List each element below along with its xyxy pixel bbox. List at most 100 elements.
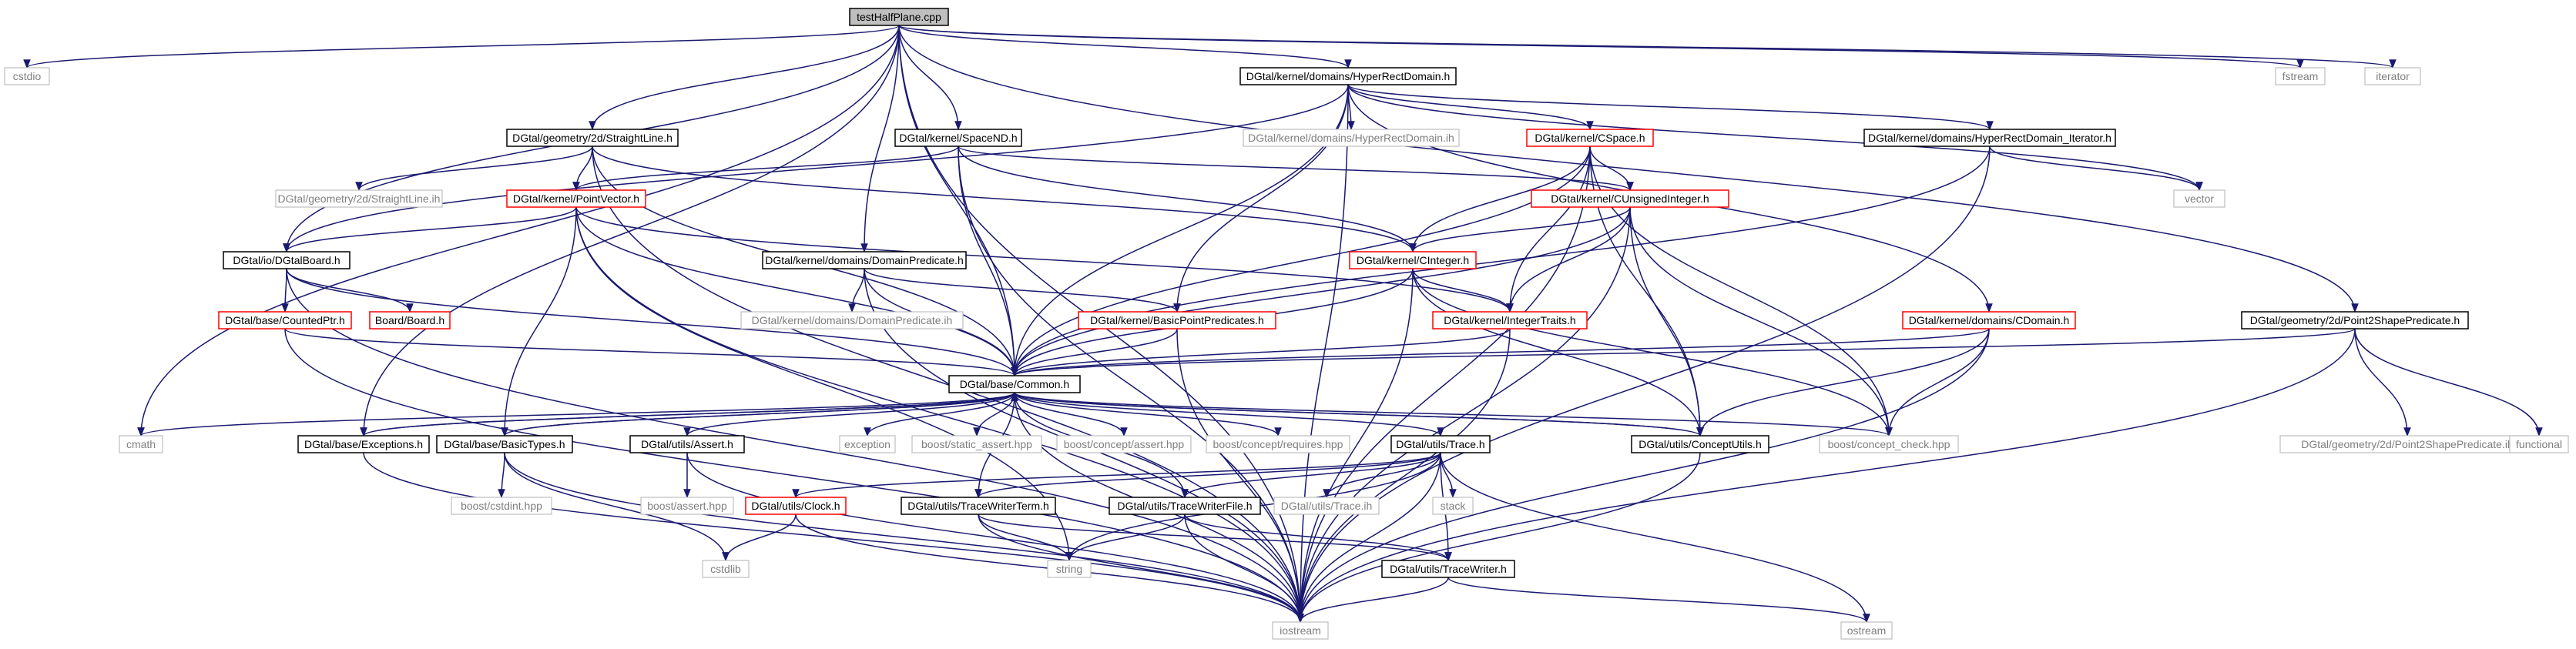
node-label: exception [844, 438, 891, 450]
edge-root-to-cmath [137, 25, 900, 437]
node-label: DGtal/base/BasicTypes.h [444, 438, 565, 450]
node-spacend[interactable]: DGtal/kernel/SpaceND.h [894, 129, 1022, 147]
node-box [1243, 129, 1460, 147]
edge-tracewriterterm-to-string [978, 514, 1073, 562]
node-point2shape[interactable]: DGtal/geometry/2d/Point2ShapePredicate.h [2241, 311, 2469, 330]
edge-root-to-exceptions [360, 25, 900, 437]
node-tracewriter[interactable]: DGtal/utils/TraceWriter.h [1381, 560, 1515, 578]
node-label: ostream [1847, 624, 1887, 637]
node-box [4, 67, 50, 85]
node-box [297, 435, 430, 453]
node-exception: exception [839, 435, 896, 453]
node-box [1056, 435, 1192, 453]
edge-basicpointpred-to-iostream [1176, 328, 1304, 624]
node-common[interactable]: DGtal/base/Common.h [948, 375, 1081, 393]
edge-cdomain-to-iostream [1296, 328, 1990, 624]
node-label: DGtal/base/CountedPtr.h [225, 314, 345, 326]
node-label: DGtal/utils/Clock.h [751, 500, 840, 512]
node-label: boost/cstdint.hpp [461, 500, 542, 512]
node-root[interactable]: testHalfPlane.cpp [849, 8, 949, 26]
node-concept-requires: boost/concept/requires.hpp [1206, 435, 1350, 453]
node-label: DGtal/io/DGtalBoard.h [233, 254, 340, 266]
node-box [894, 129, 1022, 147]
node-pointvector[interactable]: DGtal/kernel/PointVector.h [506, 189, 646, 208]
edge-cinteger-to-conceptutils [1412, 268, 1704, 437]
node-straightline[interactable]: DGtal/geometry/2d/StraightLine.h [506, 129, 679, 147]
node-basictypes[interactable]: DGtal/base/BasicTypes.h [436, 435, 573, 453]
edge-spacend-to-iostream [958, 146, 1304, 624]
node-label: DGtal/utils/TraceWriter.h [1390, 563, 1507, 575]
node-domainpred[interactable]: DGtal/kernel/domains/DomainPredicate.h [762, 251, 967, 269]
node-countedptr[interactable]: DGtal/base/CountedPtr.h [218, 311, 352, 330]
node-box [1047, 560, 1092, 578]
edge-root-to-straightline [589, 25, 900, 131]
node-clock[interactable]: DGtal/utils/Clock.h [745, 497, 847, 515]
node-label: fstream [2283, 70, 2319, 82]
edge-hyperrect-to-hyperrect_iter [1347, 84, 1994, 131]
node-box [849, 8, 949, 26]
edge-hyperrect_iter-to-vector [1989, 146, 2203, 192]
edge-basictypes-to-cstdlib [504, 452, 730, 562]
node-tracewriterterm[interactable]: DGtal/utils/TraceWriterTerm.h [901, 497, 1056, 515]
edge-cspace-to-iostream [1296, 146, 1591, 624]
edge-trace-to-iostream [1296, 452, 1441, 624]
node-label: string [1056, 563, 1082, 575]
node-label: DGtal/kernel/domains/HyperRectDomain.ih [1248, 132, 1454, 144]
node-box [1206, 435, 1350, 453]
edge-trace-to-tracewriterterm [974, 452, 1441, 499]
node-box [1902, 311, 2076, 330]
node-tracewriterfile[interactable]: DGtal/utils/TraceWriterFile.h [1109, 497, 1261, 515]
node-box [1390, 435, 1491, 453]
edge-trace-to-ostream [1440, 452, 1870, 624]
node-box [629, 435, 745, 453]
edge-hyperrect_iter-to-iostream [1296, 146, 1991, 624]
node-assert[interactable]: DGtal/utils/Assert.h [629, 435, 745, 453]
node-box [762, 251, 967, 269]
edge-point2shape-to-iostream [1296, 328, 2356, 624]
node-label: DGtal/utils/Trace.ih [1281, 500, 1373, 512]
node-exceptions[interactable]: DGtal/base/Exceptions.h [297, 435, 430, 453]
node-fstream: fstream [2275, 67, 2326, 85]
node-cstdlib: cstdlib [702, 560, 750, 578]
node-integertraits[interactable]: DGtal/kernel/IntegerTraits.h [1432, 311, 1588, 330]
node-trace[interactable]: DGtal/utils/Trace.h [1390, 435, 1491, 453]
edge-tracewriterterm-to-tracewriter [978, 514, 1452, 562]
node-hyperrect-ih: DGtal/kernel/domains/HyperRectDomain.ih [1243, 129, 1460, 147]
node-box [1239, 67, 1457, 85]
node-box [506, 129, 679, 147]
edge-root-to-point2shape [898, 25, 2359, 313]
edge-pointvector-to-common [575, 206, 1018, 377]
node-label: Board/Board.h [375, 314, 444, 326]
node-conceptutils[interactable]: DGtal/utils/ConceptUtils.h [1631, 435, 1769, 453]
node-box [911, 435, 1042, 453]
node-basicpointpred[interactable]: DGtal/kernel/BasicPointPredicates.h [1078, 311, 1276, 330]
node-hyperrect[interactable]: DGtal/kernel/domains/HyperRectDomain.h [1239, 67, 1457, 85]
edge-dgtalboard-to-iostream [286, 268, 1304, 624]
node-cspace[interactable]: DGtal/kernel/CSpace.h [1526, 129, 1654, 147]
edge-assert-to-iostream [686, 452, 1304, 624]
node-cunsigned[interactable]: DGtal/kernel/CUnsignedInteger.h [1531, 189, 1729, 208]
node-label: DGtal/utils/Assert.h [641, 438, 733, 450]
edge-cunsigned-to-integertraits [1506, 206, 1631, 313]
node-cinteger[interactable]: DGtal/kernel/CInteger.h [1349, 251, 1477, 269]
edge-common-to-exception [864, 392, 1015, 437]
node-box [506, 189, 646, 208]
node-cdomain[interactable]: DGtal/kernel/domains/CDomain.h [1902, 311, 2076, 330]
node-label: boost/assert.hpp [647, 500, 727, 512]
node-static-assert: boost/static_assert.hpp [911, 435, 1042, 453]
edge-cunsigned-to-concept_check [1629, 206, 1893, 437]
node-box [1381, 560, 1515, 578]
node-label: stack [1441, 500, 1467, 512]
node-hyperrect-iter[interactable]: DGtal/kernel/domains/HyperRectDomain_Ite… [1863, 129, 2116, 147]
edge-pointvector-to-dgtalboard [283, 206, 577, 253]
node-board[interactable]: Board/Board.h [369, 311, 451, 330]
node-dgtalboard[interactable]: DGtal/io/DGtalBoard.h [223, 251, 351, 269]
edge-root-to-spacend [898, 25, 962, 131]
edge-dgtalboard-to-board [286, 268, 414, 313]
node-stack: stack [1432, 497, 1474, 515]
node-label: DGtal/kernel/domains/DomainPredicate.ih [752, 314, 953, 326]
node-box [275, 189, 443, 208]
edge-cinteger-to-iostream [1296, 268, 1414, 624]
